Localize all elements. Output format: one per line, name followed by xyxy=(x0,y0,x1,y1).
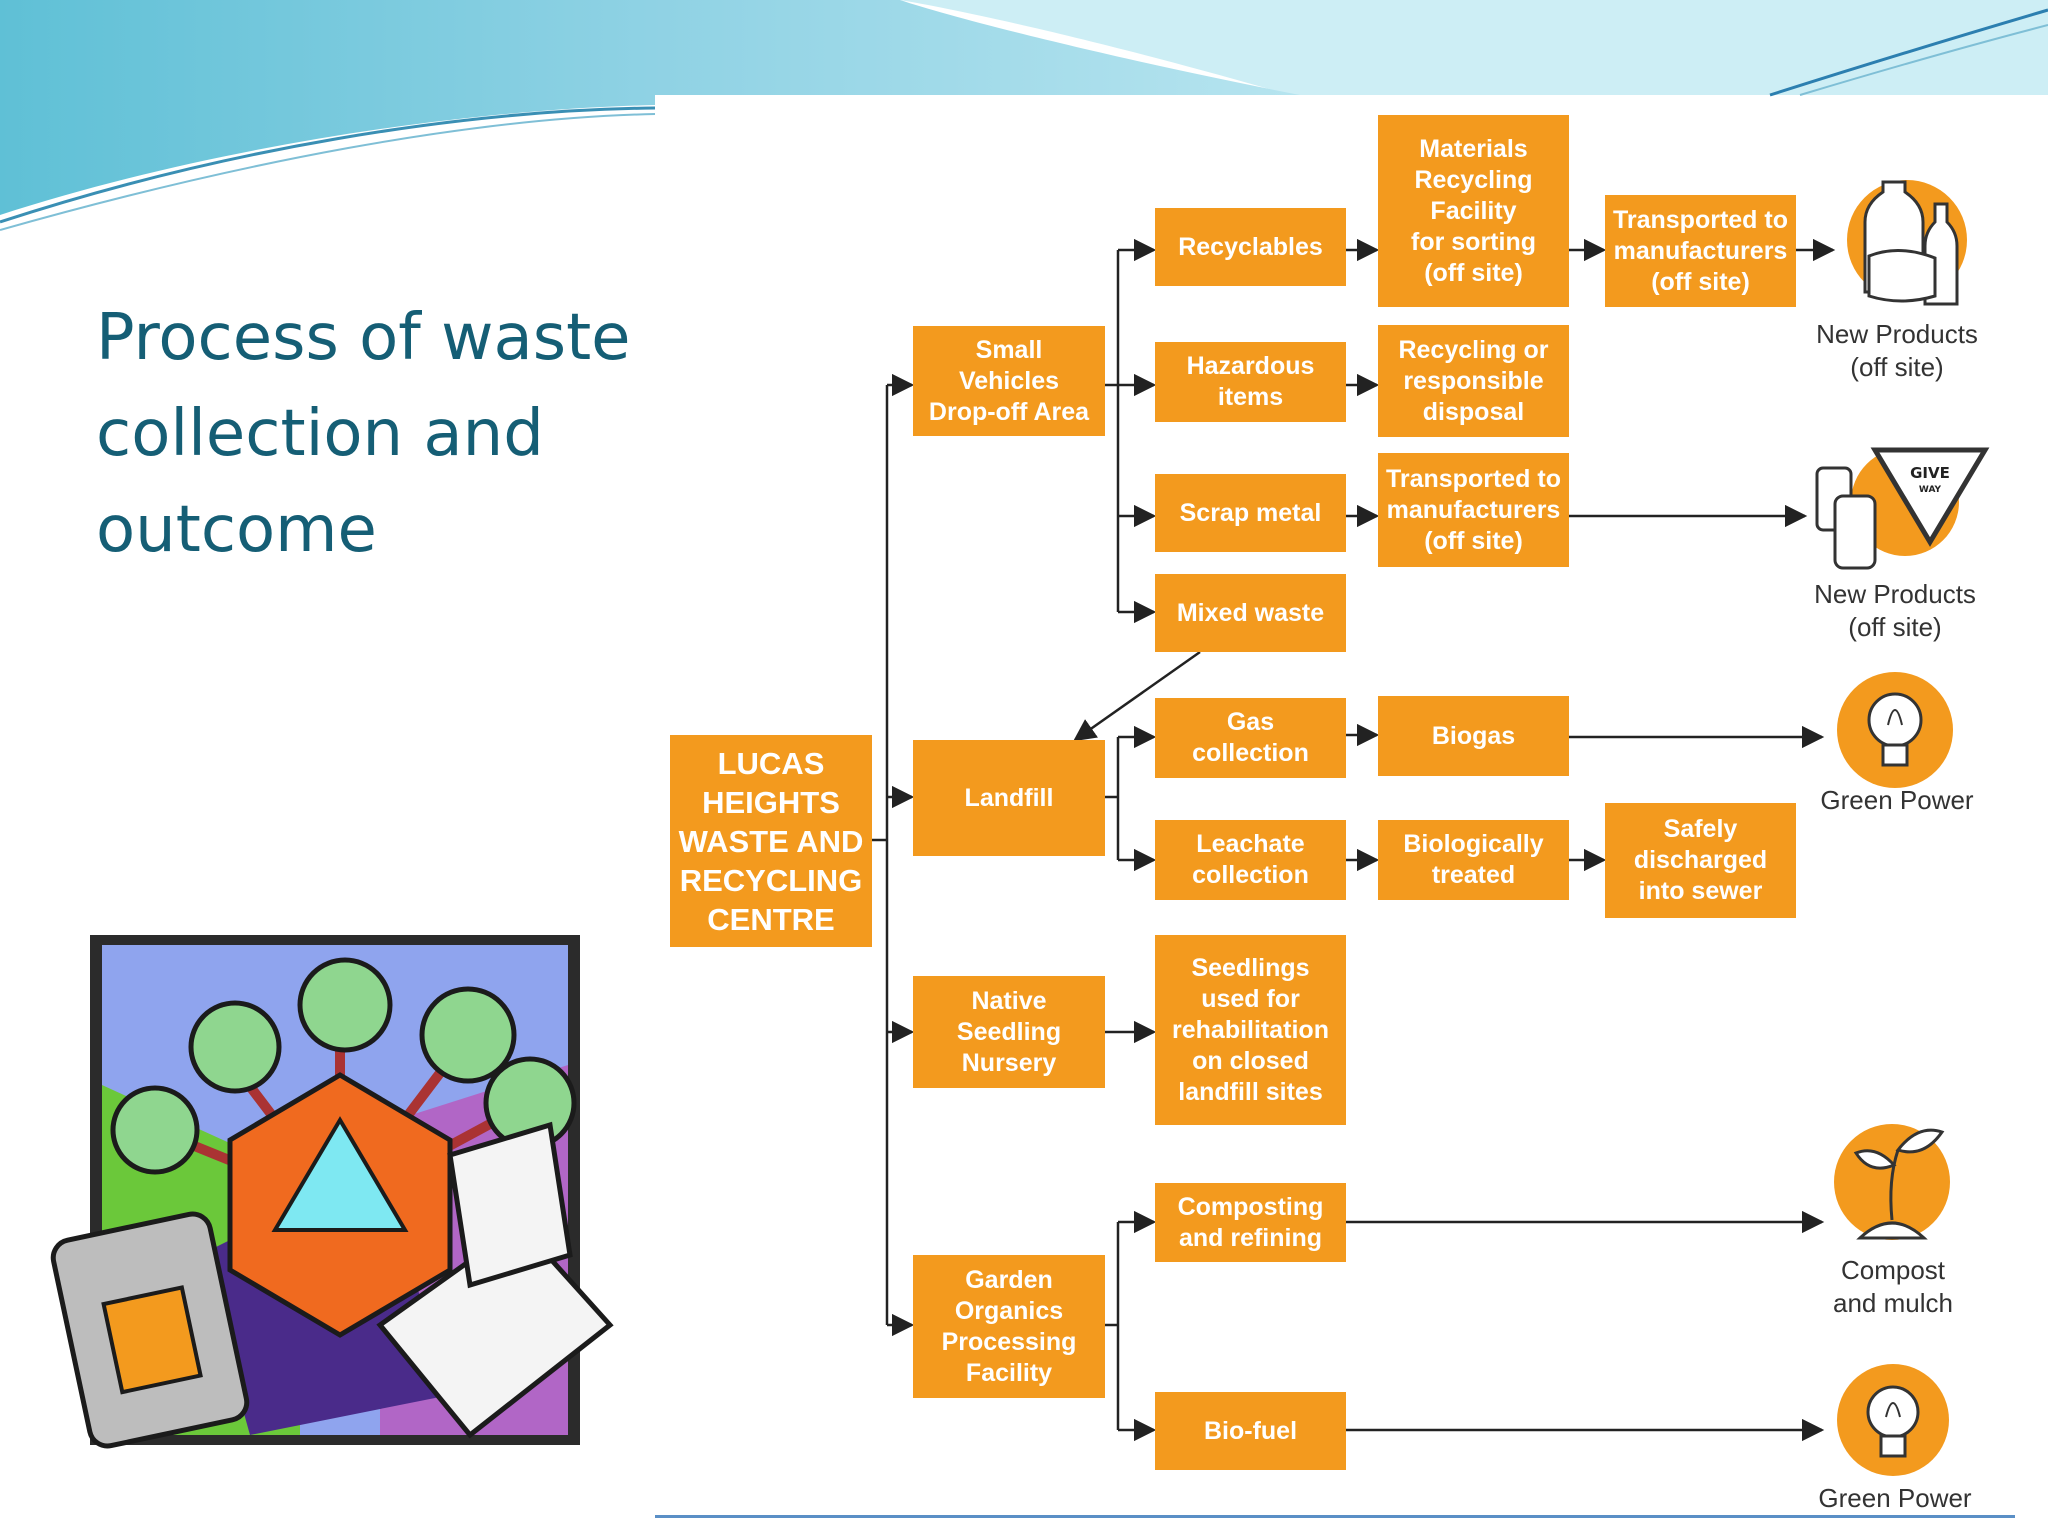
seedling-icon xyxy=(1834,1124,1950,1240)
bio-fuel-box: Bio-fuel xyxy=(1155,1392,1346,1470)
lucas-heights-centre-box: LUCAS HEIGHTS WASTE AND RECYCLING CENTRE xyxy=(670,735,872,947)
mixed-waste-box: Mixed waste xyxy=(1155,574,1346,652)
leachate-collection-box: Leachate collection xyxy=(1155,820,1346,900)
outcome-green-power-2: Green Power xyxy=(1818,1483,1972,1513)
lightbulb-icon xyxy=(1837,672,1953,788)
biologically-treated-box: Biologically treated xyxy=(1378,820,1569,900)
hazardous-items-box: Hazardous items xyxy=(1155,342,1346,422)
bottles-icon xyxy=(1847,180,1967,306)
outcome-new-products-2: New Products (off site) xyxy=(1814,579,1976,642)
small-vehicles-box: Small Vehicles Drop-off Area xyxy=(913,326,1105,436)
composting-refining-box: Composting and refining xyxy=(1155,1183,1346,1262)
slide-title: Process of waste collection and outcome xyxy=(96,290,656,578)
bottom-rule xyxy=(655,1515,2015,1518)
landfill-box: Landfill xyxy=(913,740,1105,856)
header-wave xyxy=(0,0,2048,231)
biogas-box: Biogas xyxy=(1378,696,1569,776)
garden-organics-box: Garden Organics Processing Facility xyxy=(913,1255,1105,1398)
svg-text:WAY: WAY xyxy=(1919,485,1942,495)
transported-manufacturers-1-box: Transported to manufacturers (off site) xyxy=(1605,195,1796,307)
outcome-new-products-1: New Products (off site) xyxy=(1816,319,1978,382)
outcome-green-power-1: Green Power xyxy=(1820,785,1974,815)
title-line-1: Process of waste xyxy=(96,301,631,375)
lightbulb-icon xyxy=(1837,1364,1949,1476)
title-line-2: collection and xyxy=(96,397,544,471)
native-seedling-nursery-box: Native Seedling Nursery xyxy=(913,976,1105,1088)
recyclables-box: Recyclables xyxy=(1155,208,1346,286)
title-line-3: outcome xyxy=(96,493,377,567)
scrap-metal-box: Scrap metal xyxy=(1155,474,1346,552)
outcome-compost-mulch: Compost and mulch xyxy=(1833,1255,1953,1318)
safely-discharged-box: Safely discharged into sewer xyxy=(1605,803,1796,918)
recycling-clipart-icon xyxy=(50,935,614,1449)
transported-manufacturers-2-box: Transported to manufacturers (off site) xyxy=(1378,453,1569,567)
materials-recycling-facility-box: Materials Recycling Facility for sorting… xyxy=(1378,115,1569,307)
gas-collection-box: Gas collection xyxy=(1155,698,1346,778)
recycling-disposal-box: Recycling or responsible disposal xyxy=(1378,325,1569,437)
seedlings-used-box: Seedlings used for rehabilitation on clo… xyxy=(1155,935,1346,1125)
cans-give-way-icon: GIVE WAY xyxy=(1815,447,1990,570)
give-way-text: GIVE xyxy=(1910,464,1950,482)
